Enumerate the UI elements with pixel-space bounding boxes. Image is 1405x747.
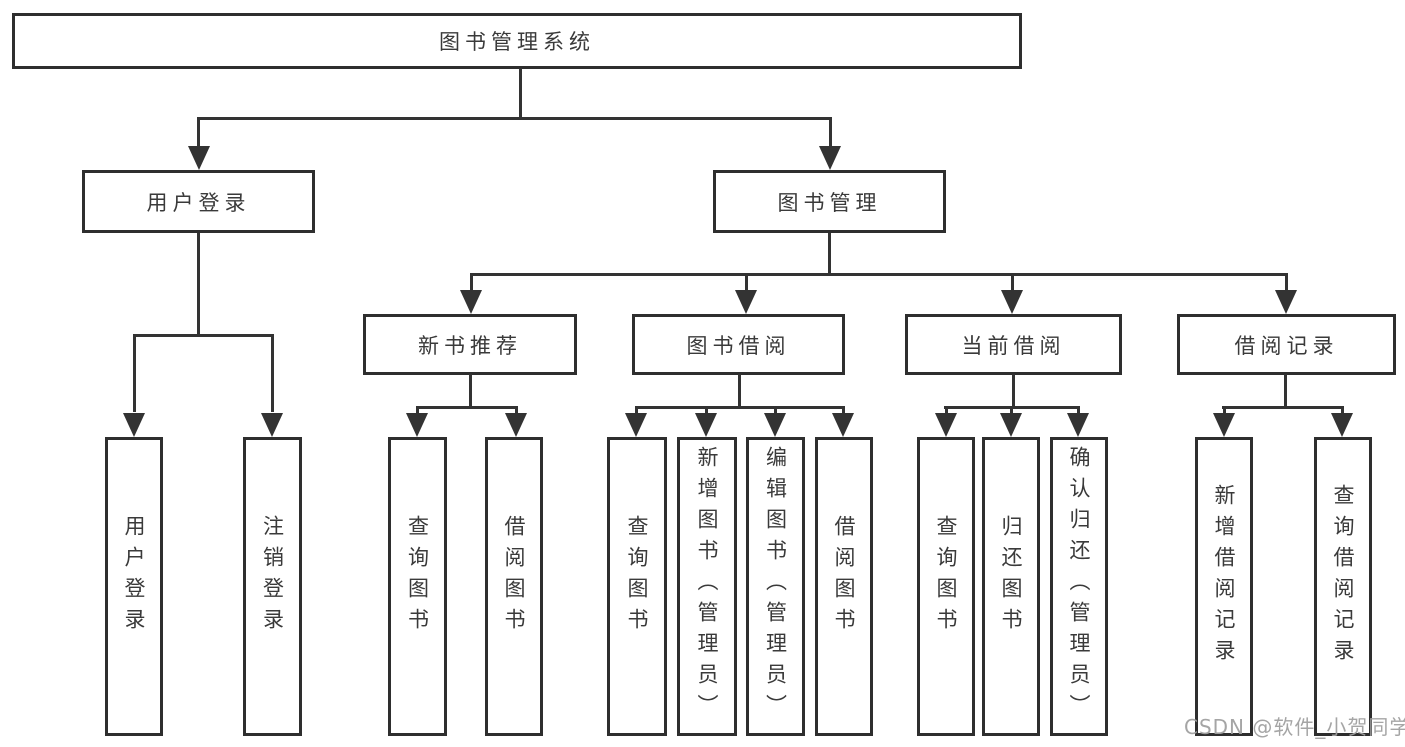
leaf-return-books: 归还图书 — [982, 437, 1040, 736]
connector-line — [197, 117, 200, 149]
connector-line — [1284, 374, 1287, 408]
connector-line — [519, 68, 522, 119]
leaf-label: 查询图书 — [405, 514, 430, 639]
connector-line — [829, 117, 832, 149]
leaf-query-borrow-record: 查询借阅记录 — [1314, 437, 1372, 736]
arrow-down-icon — [1331, 413, 1353, 437]
connector-line — [515, 406, 518, 418]
node-book-management: 图书管理 — [713, 170, 946, 233]
connector-line — [471, 273, 1287, 276]
arrow-down-icon — [1275, 290, 1297, 314]
leaf-borrow-books: 借阅图书 — [485, 437, 543, 736]
leaf-label: 编辑图书（管理员） — [763, 446, 788, 725]
arrow-down-icon — [832, 413, 854, 437]
arrow-down-icon — [505, 413, 527, 437]
connector-line — [469, 374, 472, 408]
connector-line — [842, 406, 845, 418]
connector-line — [738, 374, 741, 408]
connector-line — [774, 406, 777, 418]
leaf-label: 新增图书（管理员） — [695, 446, 719, 725]
connector-line — [197, 233, 200, 336]
node-label: 新书推荐 — [418, 333, 522, 358]
node-label: 图书管理 — [777, 190, 882, 215]
arrow-down-icon — [460, 290, 482, 314]
arrow-down-icon — [735, 290, 757, 314]
connector-line — [745, 273, 748, 295]
leaf-label: 借阅图书 — [832, 514, 856, 639]
leaf-label: 新增借阅记录 — [1212, 483, 1236, 670]
leaf-user-login: 用户登录 — [105, 437, 163, 736]
leaf-label: 归还图书 — [999, 514, 1023, 639]
arrow-down-icon — [935, 413, 957, 437]
arrow-down-icon — [1067, 413, 1089, 437]
leaf-query-books: 查询图书 — [917, 437, 975, 736]
arrow-down-icon — [188, 146, 210, 170]
arrow-down-icon — [406, 413, 428, 437]
leaf-add-books-admin: 新增图书（管理员） — [677, 437, 737, 736]
arrow-down-icon — [1213, 413, 1235, 437]
node-new-book-recommendation: 新书推荐 — [363, 314, 577, 375]
connector-line — [133, 334, 273, 337]
arrow-down-icon — [123, 413, 145, 437]
leaf-edit-books-admin: 编辑图书（管理员） — [746, 437, 805, 736]
node-label: 图书借阅 — [686, 333, 791, 358]
connector-line — [635, 406, 638, 418]
node-label: 图书管理系统 — [439, 30, 595, 54]
arrow-down-icon — [261, 413, 283, 437]
connector-line — [635, 406, 844, 409]
connector-line — [1077, 406, 1080, 418]
node-borrowing-records: 借阅记录 — [1177, 314, 1396, 375]
node-label: 借阅记录 — [1234, 333, 1339, 358]
connector-line — [271, 334, 274, 412]
node-book-borrowing: 图书借阅 — [632, 314, 845, 375]
connector-line — [1285, 273, 1288, 295]
leaf-label: 查询图书 — [934, 514, 958, 639]
connector-line — [133, 334, 136, 412]
node-current-borrowing: 当前借阅 — [905, 314, 1122, 375]
node-library-system-root: 图书管理系统 — [12, 13, 1022, 69]
connector-line — [945, 406, 948, 418]
arrow-down-icon — [695, 413, 717, 437]
connector-line — [1223, 406, 1226, 418]
leaf-confirm-return-admin: 确认归还（管理员） — [1050, 437, 1108, 736]
connector-line — [705, 406, 708, 418]
arrow-down-icon — [1001, 290, 1023, 314]
leaf-label: 查询图书 — [625, 514, 649, 639]
leaf-label: 借阅图书 — [502, 514, 526, 639]
connector-line — [416, 406, 419, 418]
connector-line — [416, 406, 517, 409]
connector-line — [198, 117, 832, 120]
connector-line — [1341, 406, 1344, 418]
connector-line — [1222, 406, 1343, 409]
arrow-down-icon — [764, 413, 786, 437]
connector-line — [470, 273, 473, 295]
leaf-label: 查询借阅记录 — [1331, 483, 1355, 670]
leaf-borrow-books: 借阅图书 — [815, 437, 873, 736]
connector-line — [1010, 406, 1013, 418]
arrow-down-icon — [1000, 413, 1022, 437]
arrow-down-icon — [819, 146, 841, 170]
leaf-logout: 注销登录 — [243, 437, 302, 736]
connector-line — [1012, 374, 1015, 408]
node-label: 当前借阅 — [961, 333, 1066, 358]
connector-line — [1011, 273, 1014, 295]
leaf-query-books: 查询图书 — [607, 437, 667, 736]
leaf-query-books: 查询图书 — [388, 437, 447, 736]
arrow-down-icon — [625, 413, 647, 437]
leaf-add-borrow-record: 新增借阅记录 — [1195, 437, 1253, 736]
connector-line — [828, 233, 831, 274]
leaf-label: 确认归还（管理员） — [1067, 446, 1091, 725]
node-user-login: 用户登录 — [82, 170, 315, 233]
node-label: 用户登录 — [146, 190, 251, 215]
leaf-label: 注销登录 — [260, 514, 285, 639]
csdn-watermark: CSDN @软件_小贺同学 — [1184, 715, 1405, 739]
leaf-label: 用户登录 — [122, 514, 146, 639]
